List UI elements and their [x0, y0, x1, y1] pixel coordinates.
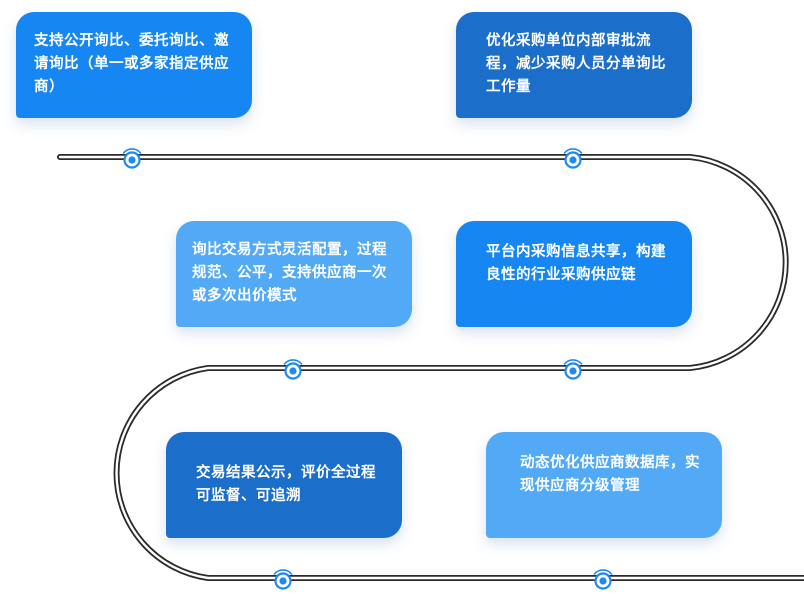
- wifi-signal-node-icon: [588, 563, 618, 593]
- feature-card-inquiry-modes: 支持公开询比、委托询比、邀请询比（单一或多家指定供应商）: [16, 12, 252, 118]
- feature-card-supplier-database: 动态优化供应商数据库，实现供应商分级管理: [486, 432, 722, 538]
- feature-card-flexible-config: 询比交易方式灵活配置，过程规范、公平，支持供应商一次或多次出价模式: [176, 221, 412, 327]
- feature-card-info-sharing: 平台内采购信息共享，构建良性的行业采购供应链: [456, 221, 692, 327]
- feature-card-result-publicity: 交易结果公示，评价全过程可监督、可追溯: [166, 432, 402, 538]
- wifi-signal-node-icon: [558, 142, 588, 172]
- wifi-signal-node-icon: [117, 142, 147, 172]
- wifi-signal-node-icon: [558, 353, 588, 383]
- wifi-signal-node-icon: [268, 563, 298, 593]
- wifi-signal-node-icon: [278, 353, 308, 383]
- feature-card-approval-flow: 优化采购单位内部审批流程，减少采购人员分单询比工作量: [456, 12, 692, 118]
